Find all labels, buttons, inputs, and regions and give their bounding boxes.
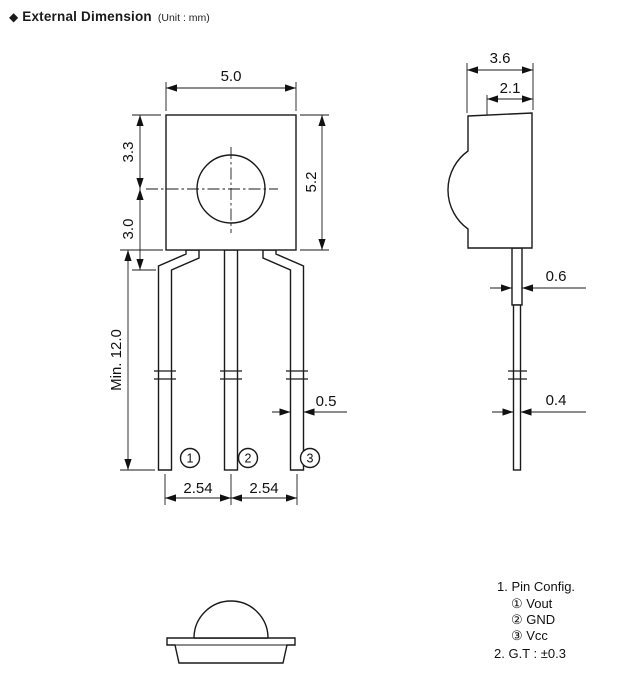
diamond-bullet-icon: ◆ — [9, 10, 19, 24]
dim-front-pitch-left: 2.54 — [183, 480, 212, 497]
note-pin3: ③ Vcc — [511, 628, 548, 643]
unit-label: (Unit : mm) — [157, 12, 210, 24]
drawing-header: ◆External Dimension (Unit : mm) — [9, 8, 210, 26]
dim-front-lead-length: Min. 12.0 — [108, 329, 125, 391]
pin-1-circle — [179, 447, 201, 469]
page-title: External Dimension — [22, 9, 152, 24]
dim-side-lens-offset: 2.1 — [500, 80, 521, 97]
side-dimension-lines — [467, 66, 586, 416]
pin-balloons: 1 2 3 — [179, 447, 321, 469]
front-dimension-lines — [124, 84, 347, 502]
pin-2-circle — [237, 447, 259, 469]
dim-front-pitch-right: 2.54 — [249, 480, 278, 497]
side-lead-upper — [511, 247, 523, 306]
pin-1-number: 1 — [187, 452, 194, 466]
note-pin-config-heading: 1. Pin Config. — [497, 579, 575, 594]
dim-front-lower-height: 3.0 — [120, 219, 137, 240]
dim-front-lead-width: 0.5 — [316, 393, 337, 410]
note-pin2: ② GND — [511, 612, 555, 627]
dim-side-depth: 3.6 — [490, 50, 511, 67]
dim-side-lead-thickness: 0.6 — [546, 268, 567, 285]
dim-front-upper-height: 3.3 — [120, 142, 137, 163]
notes-block: 1. Pin Config. ① Vout ② GND ③ Vcc 2. G.T… — [494, 579, 575, 661]
side-view: 3.6 2.1 0.6 0.4 — [447, 50, 586, 471]
pin-3-number: 3 — [307, 452, 314, 466]
dim-front-body-height: 5.2 — [303, 172, 320, 193]
bottom-view — [166, 600, 296, 664]
dim-side-lead-tip-thickness: 0.4 — [546, 392, 567, 409]
note-pin1: ① Vout — [511, 596, 553, 611]
side-lead-crimp-marks — [508, 370, 527, 380]
front-view: 1 2 3 5.0 3.3 3.0 5.2 Min. 12.0 0.5 2.54… — [108, 68, 347, 505]
note-tolerance: 2. G.T : ±0.3 — [494, 646, 566, 661]
bottom-base-shape — [166, 637, 296, 664]
dim-front-width: 5.0 — [221, 68, 242, 85]
side-lead-lower — [512, 304, 522, 471]
lead-2-shape — [223, 249, 239, 471]
lead-crimp-marks — [154, 370, 308, 380]
lead-3-shape — [262, 249, 305, 471]
pin-3-circle — [299, 447, 321, 469]
side-body-profile — [447, 112, 533, 249]
lead-1-shape — [157, 249, 200, 471]
bottom-dome-lens — [193, 600, 269, 639]
pin-2-number: 2 — [245, 452, 252, 466]
